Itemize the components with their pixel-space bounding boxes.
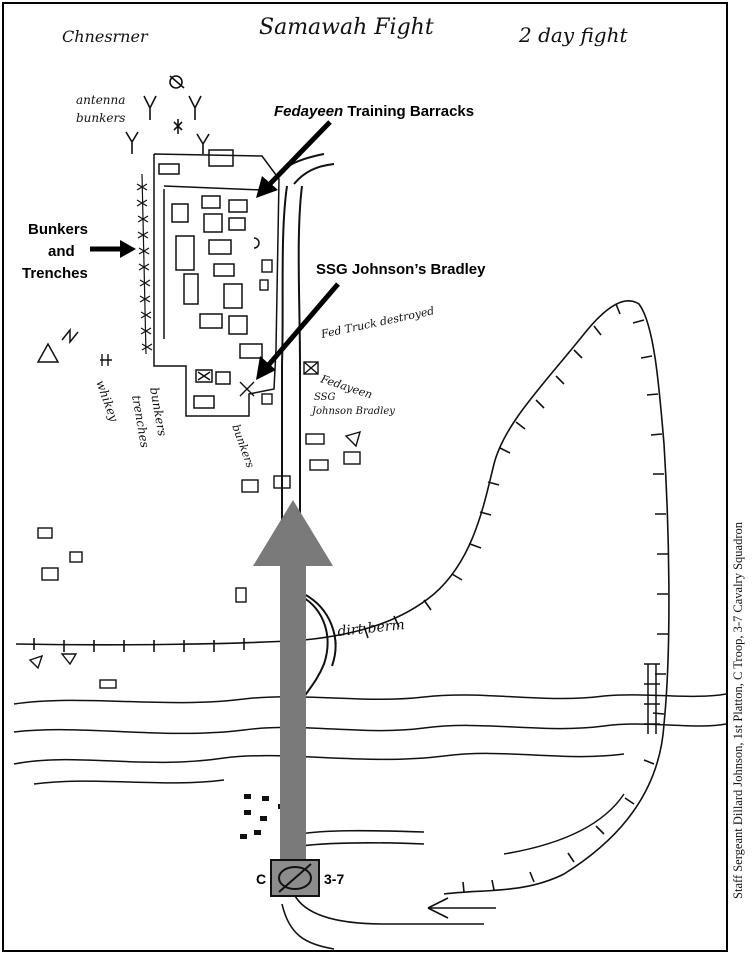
attack-arrow-shaft: [280, 566, 306, 868]
sketch-map: Chnesrner Samawah Fight 2 day fight ante…: [13, 15, 727, 950]
vehicle-symbols: [28, 259, 362, 689]
attack-arrow: [253, 500, 333, 868]
unit-symbol: [270, 859, 320, 897]
arrow-bunkers: [90, 240, 136, 258]
credit-line: Staff Sergeant Dillard Johnson, 1st Plat…: [731, 522, 745, 899]
sketch-note-left: Chnesrner: [62, 27, 149, 46]
note-fed-truck: Fed Truck destroyed: [319, 304, 436, 341]
trench-symbol-icon: [100, 354, 112, 366]
sketch-title: Samawah Fight: [259, 15, 434, 40]
arrow-barracks: [256, 120, 332, 198]
note-johnson-bradley: Johnson Bradley: [310, 406, 395, 417]
antenna-symbols: [125, 75, 210, 154]
canal-east-branch: [503, 663, 660, 855]
note-trenches-1: bunkers: [147, 386, 169, 437]
unit-company-label: C: [256, 871, 266, 887]
label-bradley: SSG Johnson’s Bradley: [316, 261, 486, 278]
note-trenches-2: trenches: [129, 394, 152, 449]
label-bunkers-1: Bunkers: [28, 221, 88, 238]
note-unit-left: whikey: [93, 378, 121, 423]
sketch-subtitle: 2 day fight: [518, 23, 628, 47]
unit-battalion-label: 3-7: [324, 871, 344, 887]
note-bunkers-low: bunkers: [229, 423, 257, 470]
bunker-trench-line: [136, 173, 153, 355]
attack-arrow-head: [253, 500, 333, 566]
note-bunkers-top: bunkers: [76, 111, 125, 125]
note-dirt-berm: dirt berm: [337, 617, 406, 640]
lower-roads: [281, 829, 496, 950]
note-antenna: antenna: [76, 93, 125, 107]
label-bunkers-2: and: [48, 243, 75, 260]
scattered-positions: [240, 794, 285, 839]
map-frame: Chnesrner Samawah Fight 2 day fight ante…: [2, 2, 728, 952]
barracks-compound: [153, 149, 280, 417]
arrow-bradley: [256, 282, 340, 380]
label-bunkers-3: Trenches: [22, 265, 88, 282]
escarpment-line: [15, 300, 670, 895]
north-arrow-icon: [36, 327, 79, 363]
note-ssg: SSG: [314, 392, 336, 403]
river: [13, 693, 727, 785]
label-barracks: Fedayeen Training Barracks: [274, 103, 474, 120]
